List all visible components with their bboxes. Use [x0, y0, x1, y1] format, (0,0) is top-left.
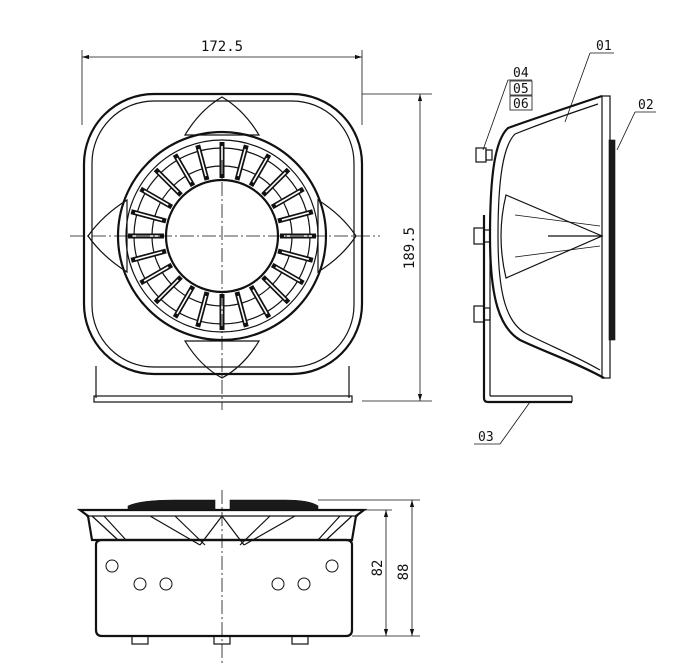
driver-fin-highlight: [197, 295, 207, 324]
base-plate: [93, 395, 353, 403]
part-label-04: 04: [513, 66, 529, 81]
driver-fin-highlight: [281, 211, 310, 221]
housing-outer: [82, 92, 364, 376]
dimension-82-label: 82: [370, 560, 386, 577]
flange-ribs-outer: [91, 515, 353, 541]
mounting-bracket: [482, 215, 572, 404]
part-box-05: [509, 80, 533, 96]
driver-fin-highlight: [281, 251, 310, 261]
driver-fin-highlight: [237, 148, 247, 177]
driver-fin-highlight: [134, 251, 163, 261]
flange-ribs-center: [149, 515, 296, 546]
height-dimension-label: 189.5: [402, 227, 418, 269]
diffuser-line-2: [514, 245, 601, 258]
driver-top-right: [229, 499, 319, 511]
part-label-02: 02: [638, 98, 654, 113]
driver-fin-highlight: [143, 190, 169, 206]
nut-3: [291, 635, 309, 645]
front-view: 172.5 189.5: [70, 39, 432, 410]
leader-03: [499, 401, 531, 445]
driver-grille-side: [608, 139, 616, 341]
driver-fin-highlight: [252, 289, 268, 315]
bottom-view: 82 88: [76, 490, 420, 664]
driver-fin-highlight: [275, 266, 301, 282]
driver-fin-highlight: [157, 279, 179, 301]
driver-fin-highlight: [197, 148, 207, 177]
driver-fin-highlight: [134, 211, 163, 221]
part-label-05: 05: [513, 82, 529, 97]
dimension-88-label: 88: [396, 564, 412, 581]
nut-1: [131, 635, 149, 645]
driver-top-left: [127, 499, 216, 511]
driver-fin-highlight: [176, 157, 192, 183]
driver-fin-highlight: [265, 171, 287, 193]
driver-fin-highlight: [265, 279, 287, 301]
bolt-middle: [473, 227, 491, 245]
driver-fin-highlight: [176, 289, 192, 315]
bolt-top: [475, 147, 493, 163]
mount-hole-6: [325, 559, 339, 573]
driver-fin-highlight: [157, 171, 179, 193]
diffuser-line-1: [514, 214, 601, 227]
mount-hole-5: [297, 577, 311, 591]
mount-hole-4: [271, 577, 285, 591]
leader-01: [564, 52, 591, 123]
body-box: [94, 538, 354, 638]
driver-fin-highlight: [143, 266, 169, 282]
horn-profile-inner: [497, 103, 601, 371]
part-box-06: [509, 95, 533, 111]
mount-hole-2: [133, 577, 147, 591]
diffuser-cone: [500, 194, 604, 279]
part-label-03: 03: [478, 430, 494, 445]
lug-right: [317, 198, 357, 274]
horn-profile-outer: [488, 94, 605, 379]
driver-fin-highlight: [237, 295, 247, 324]
width-dimension-label: 172.5: [201, 39, 243, 55]
bolt-bottom: [473, 305, 491, 323]
part-label-01: 01: [596, 39, 612, 54]
lug-bottom: [183, 340, 261, 379]
mount-hole-3: [159, 577, 173, 591]
part-label-06: 06: [513, 97, 529, 112]
lug-top: [183, 96, 261, 136]
mount-hole-1: [105, 559, 119, 573]
leader-04: [482, 79, 509, 151]
driver-fin-highlight: [275, 190, 301, 206]
driver-fin-highlight: [252, 157, 268, 183]
side-view: 01 02 04 05 06 03: [473, 39, 656, 445]
leader-02: [616, 111, 636, 151]
